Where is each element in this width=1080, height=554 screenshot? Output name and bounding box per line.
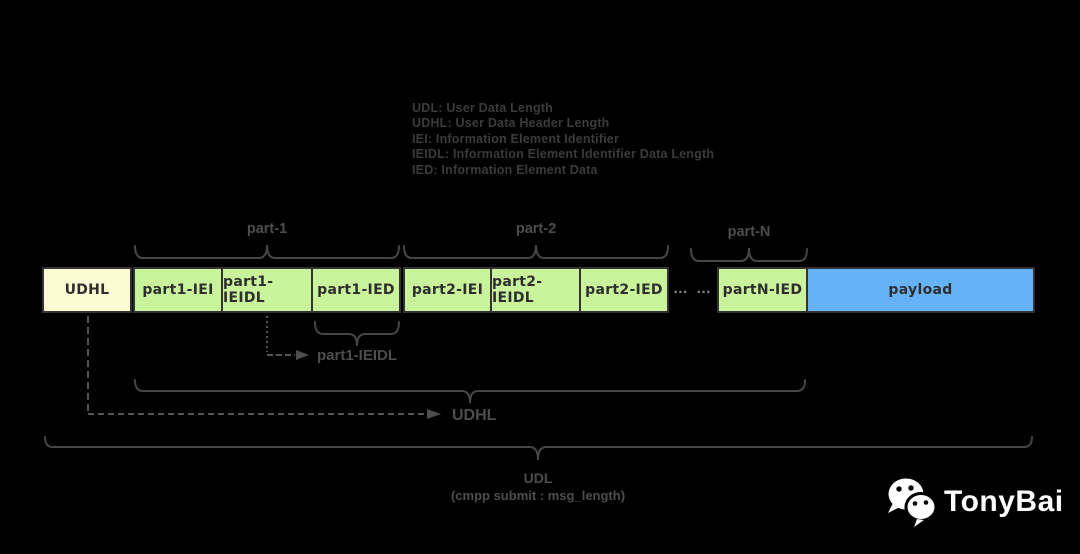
brace-udl xyxy=(44,436,1033,461)
brace-label-part-2: part-2 xyxy=(515,221,557,237)
legend-line-ieidl: IEIDL: Information Element Identifier Da… xyxy=(412,147,715,162)
legend: UDL: User Data Length UDHL: User Data He… xyxy=(412,101,714,178)
brace-part-1 xyxy=(134,244,400,259)
legend-line-udhl: UDHL: User Data Header Length xyxy=(412,116,610,131)
cell-payload: payload xyxy=(806,267,1035,313)
brace-part-n xyxy=(690,247,808,262)
brand-name: TonyBai xyxy=(944,485,1064,518)
cell-partn-ied: partN-IED xyxy=(717,267,808,313)
arrowhead-udhl-icon xyxy=(427,409,441,419)
legend-line-ied: IED: Information Element Data xyxy=(412,162,598,177)
brace-udhl xyxy=(134,379,806,404)
legend-line-udl: UDL: User Data Length xyxy=(412,101,554,115)
brace-label-part-1: part-1 xyxy=(246,221,288,237)
annotation-part1-ieidl: part1-IEIDL xyxy=(317,347,398,364)
cell-part2-iei: part2-IEI xyxy=(403,267,492,313)
cell-part1-ied: part1-IED xyxy=(311,267,401,313)
cell-part2-ied: part2-IED xyxy=(579,267,669,313)
arrowhead-ieidl-icon xyxy=(296,350,309,360)
annotation-udl: UDL xyxy=(523,470,553,486)
brace-part1-ieidl xyxy=(314,321,400,347)
brace-part-2 xyxy=(403,244,669,259)
annotation-udl-sub: (cmpp submit : msg_length) xyxy=(450,488,626,503)
cell-udhl: UDHL xyxy=(42,267,132,313)
cell-part2-ieidl: part2-IEIDL xyxy=(490,267,581,313)
wechat-icon xyxy=(888,478,938,527)
brace-label-part-n: part-N xyxy=(727,224,771,240)
ellipsis-dots: … … xyxy=(672,280,714,297)
annotation-udhl: UDHL xyxy=(452,407,497,424)
legend-line-iei: IEI: Information Element Identifier xyxy=(412,131,620,146)
